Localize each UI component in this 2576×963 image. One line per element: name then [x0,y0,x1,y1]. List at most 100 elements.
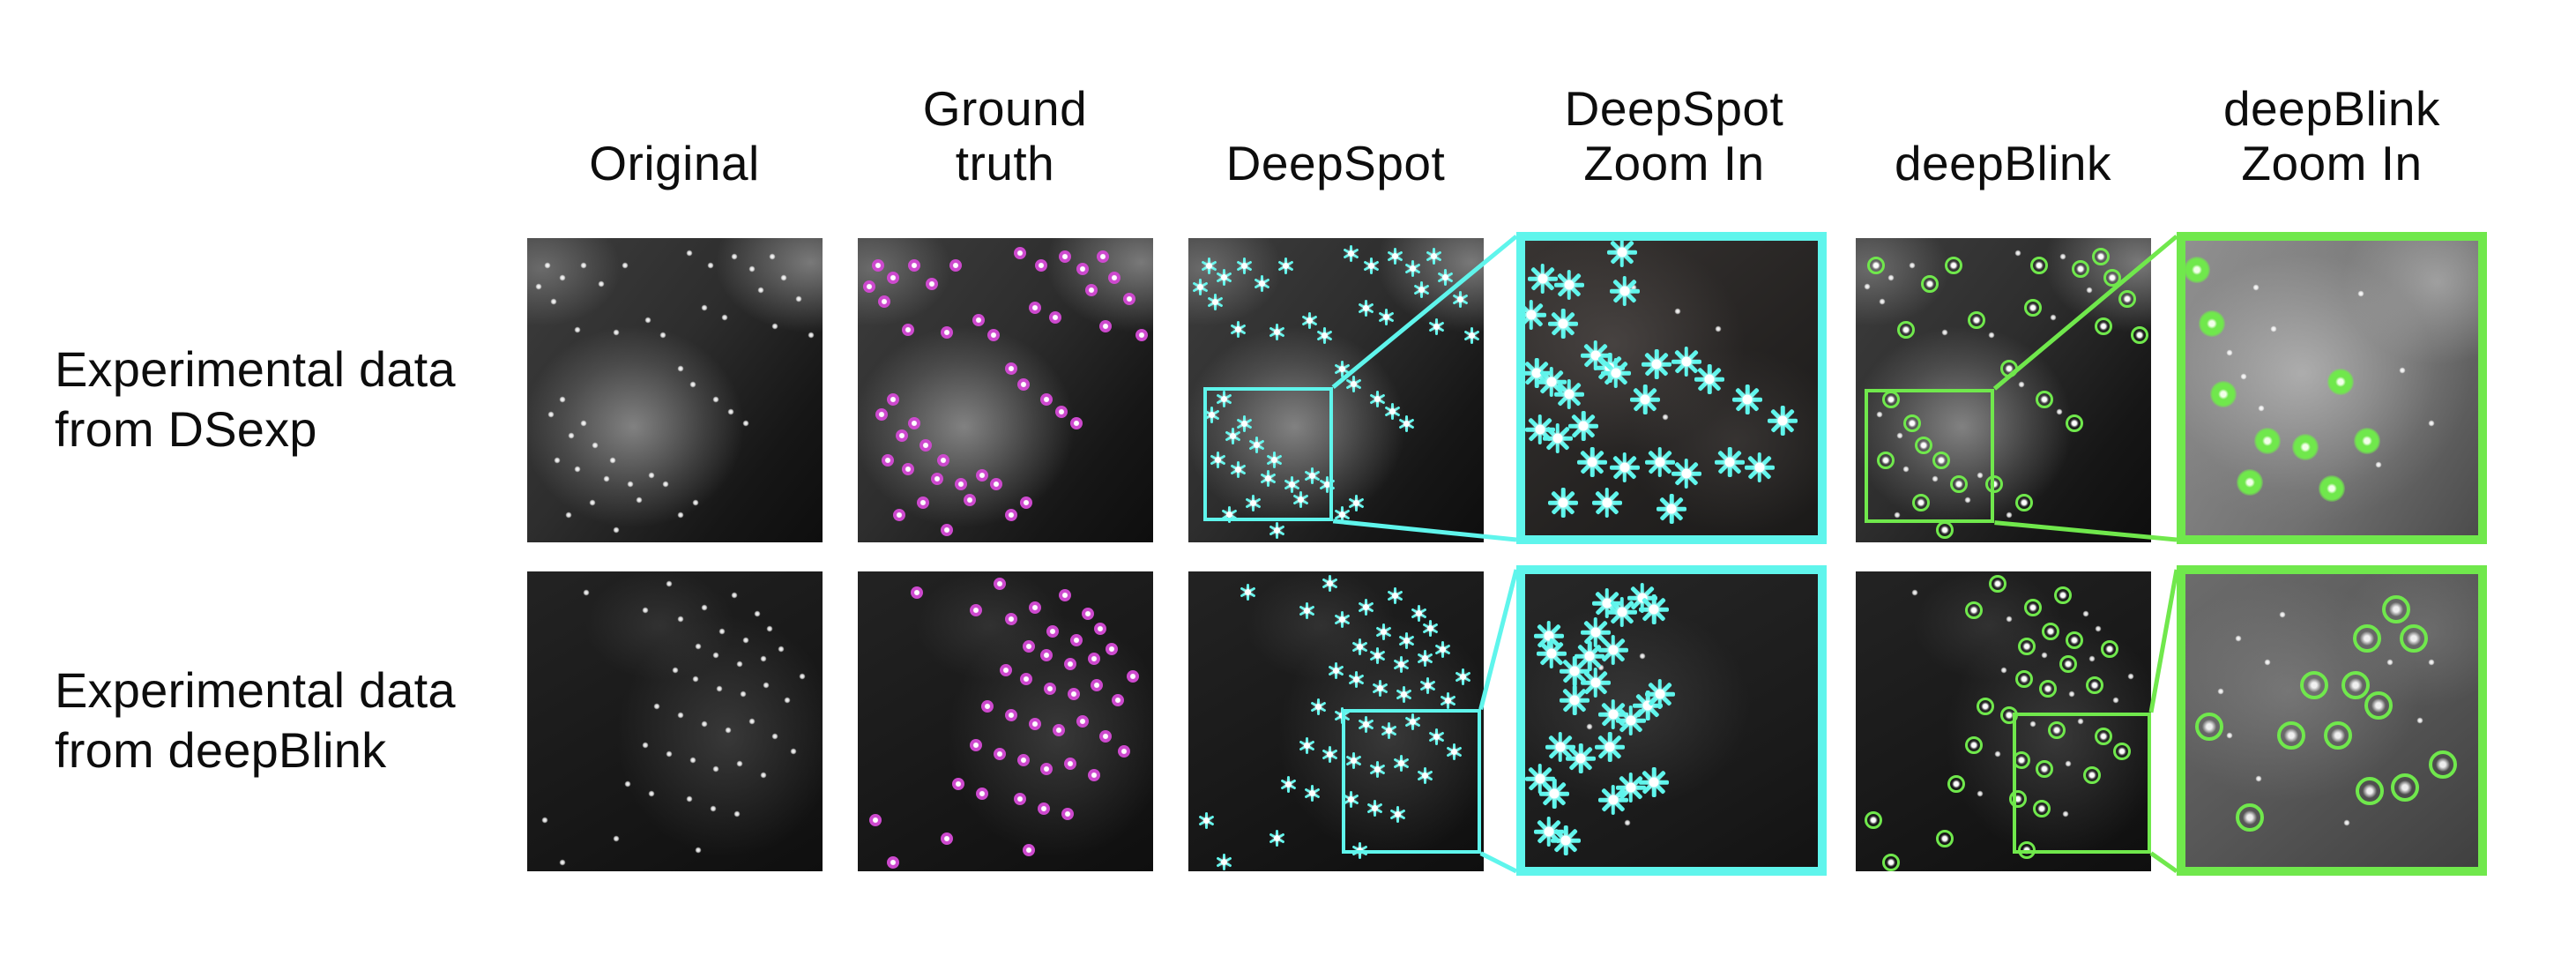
column-header-ground-truth: Ground truth [922,80,1088,190]
ground-truth-marker [887,392,900,406]
deepspot-detection-marker [1591,488,1622,519]
star-ray [1613,358,1619,389]
star-ray [1340,506,1344,524]
ground-truth-marker [1135,329,1148,342]
deepspot-detection-marker [1404,713,1421,730]
fluorescent-spot [790,748,796,755]
star-ray [1573,684,1577,715]
ground-truth-marker [887,271,900,284]
fluorescent-spot [742,637,749,644]
star-ray [1370,257,1374,274]
ground-truth-marker [875,408,888,422]
deepblink-detection-marker [1911,494,1930,512]
deepspot-detection-marker [1372,680,1389,698]
star-ray [1609,465,1640,470]
ground-truth-marker [964,493,977,506]
deepspot-detection-marker [1334,506,1351,524]
fluorescent-spot [771,733,778,740]
fluorescent-spot [627,481,634,488]
star-ray [1619,597,1624,628]
star-ray [1622,275,1627,306]
deepblink-detection-marker [2024,299,2042,317]
deepblink-detection-marker [1965,736,1983,755]
star-ray [1622,452,1627,483]
deepblink-detection-marker [2029,257,2048,275]
deepspot-detection-marker [1254,275,1270,293]
deepspot-detection-marker [1694,363,1725,394]
star-ray [1335,661,1337,679]
deepspot-detection-marker [1411,605,1427,623]
fluorescent-spot [2428,659,2435,666]
deepspot-detection-marker [1301,311,1318,329]
deepspot-detection-marker [1366,800,1383,817]
ground-truth-marker [1088,652,1100,665]
fluorescent-spot [2086,287,2093,294]
fluorescent-spot [592,442,599,449]
fluorescent-spot [1674,308,1681,315]
star-ray [1560,698,1590,702]
fluorescent-spot [662,481,669,488]
fluorescent-spot [2357,290,2364,297]
ground-truth-marker [990,478,1003,491]
fluorescent-spot [672,667,678,674]
fluorescent-spot [1902,466,1910,473]
deepspot-detection-marker [1553,270,1584,301]
deepblink-detection-marker [2014,494,2033,512]
fluorescent-spot [2235,635,2242,642]
fluorescent-spot [1887,274,1895,281]
deepblink-detection-marker [1947,775,1965,794]
ground-truth-marker [955,478,968,491]
star-ray [1657,506,1686,511]
deepblink-detection-marker [2198,310,2225,337]
deepspot-detection-marker [1566,743,1597,774]
deepspot-detection-marker [1192,278,1209,295]
star-ray [1728,446,1732,477]
star-ray [1657,679,1662,710]
ground-truth-marker [1097,250,1110,263]
star-ray [1198,278,1202,295]
deepspot-detection-marker [1615,773,1646,803]
deepblink-detection-marker [2323,720,2352,750]
star-ray [1434,317,1438,335]
deepblink-detection-marker [2194,712,2223,741]
star-ray [1364,299,1367,317]
ground-truth-marker [1038,802,1051,815]
fluorescent-spot [763,682,770,689]
deepspot-detection-marker [1322,745,1338,763]
star-ray [1732,398,1763,402]
ground-truth-marker [1069,417,1083,430]
deepspot-detection-marker [1345,751,1362,769]
fluorescent-spot [2270,325,2277,332]
fluorescent-spot [642,607,649,614]
fluorescent-spot [2375,461,2382,468]
star-ray [1540,264,1545,295]
star-ray [1375,646,1379,664]
deepspot-detection-marker [1615,705,1646,735]
deepspot-detection-marker [1304,467,1321,484]
fluorescent-spot [2041,652,2048,659]
star-ray [1537,414,1542,444]
deepblink-detection-marker [1915,436,1933,454]
fluorescent-spot [2258,405,2265,412]
star-ray [1628,773,1633,803]
deepspot-detection-marker [1732,384,1763,415]
ground-truth-marker [1043,682,1056,695]
deepblink-detection-marker [2185,257,2211,284]
star-ray [1642,362,1672,367]
fluorescent-spot [686,795,693,802]
deepblink-zoom-connector [2148,569,2179,713]
ground-truth-marker [1076,715,1089,728]
ground-truth-marker [907,417,920,430]
star-ray [1276,324,1278,341]
fluorescent-spot [547,411,555,418]
deepblink-detection-marker [1867,257,1886,275]
fluorescent-spot [808,332,815,339]
deepspot-detection-marker [1426,248,1442,265]
fluorescent-spot [666,580,673,587]
deepspot-detection-marker [1221,506,1238,524]
ground-truth-marker [1052,724,1065,737]
deepspot-detection-marker [1369,646,1386,664]
panel-row2-deepspot-zoom [1516,565,1827,876]
deepspot-detection-marker [1393,755,1410,773]
star-ray [1552,779,1557,809]
